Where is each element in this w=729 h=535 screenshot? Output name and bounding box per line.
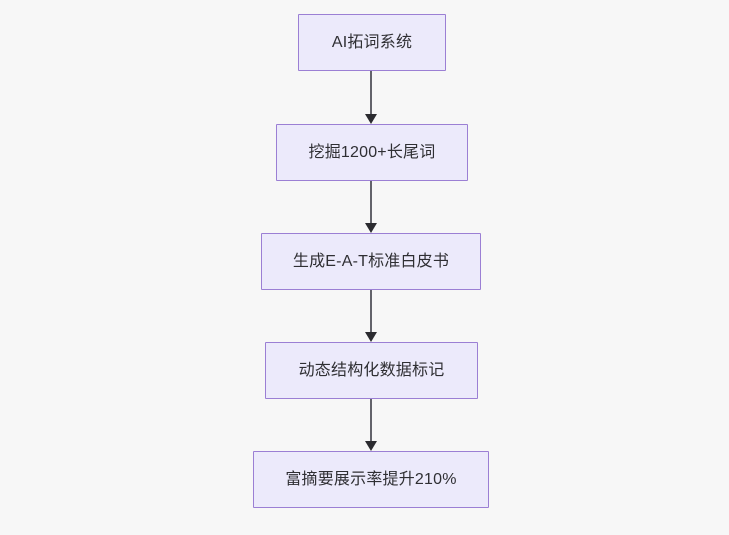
arrow-down-icon bbox=[365, 441, 377, 451]
flow-node-dynamic-structured-data-markup[interactable]: 动态结构化数据标记 bbox=[265, 342, 478, 399]
arrow-down-icon bbox=[365, 332, 377, 342]
flow-node-mine-longtail-keywords[interactable]: 挖掘1200+长尾词 bbox=[276, 124, 468, 181]
flow-node-label: 挖掘1200+长尾词 bbox=[308, 143, 436, 161]
flow-node-ai-keyword-system[interactable]: AI拓词系统 bbox=[298, 14, 446, 71]
flow-node-generate-eat-whitepaper[interactable]: 生成E-A-T标准白皮书 bbox=[261, 233, 481, 290]
arrow-down-icon bbox=[365, 223, 377, 233]
flow-node-label: AI拓词系统 bbox=[331, 33, 413, 51]
flow-node-label: 生成E-A-T标准白皮书 bbox=[292, 252, 450, 270]
edge-n4-n5 bbox=[365, 399, 377, 451]
edge-n3-n4 bbox=[365, 290, 377, 342]
edge-n2-n3 bbox=[365, 181, 377, 233]
flow-node-label: 富摘要展示率提升210% bbox=[285, 470, 457, 488]
flow-node-label: 动态结构化数据标记 bbox=[298, 361, 445, 379]
flow-node-rich-snippet-rate-increase[interactable]: 富摘要展示率提升210% bbox=[253, 451, 489, 508]
edge-n1-n2 bbox=[365, 71, 377, 124]
arrow-down-icon bbox=[365, 114, 377, 124]
